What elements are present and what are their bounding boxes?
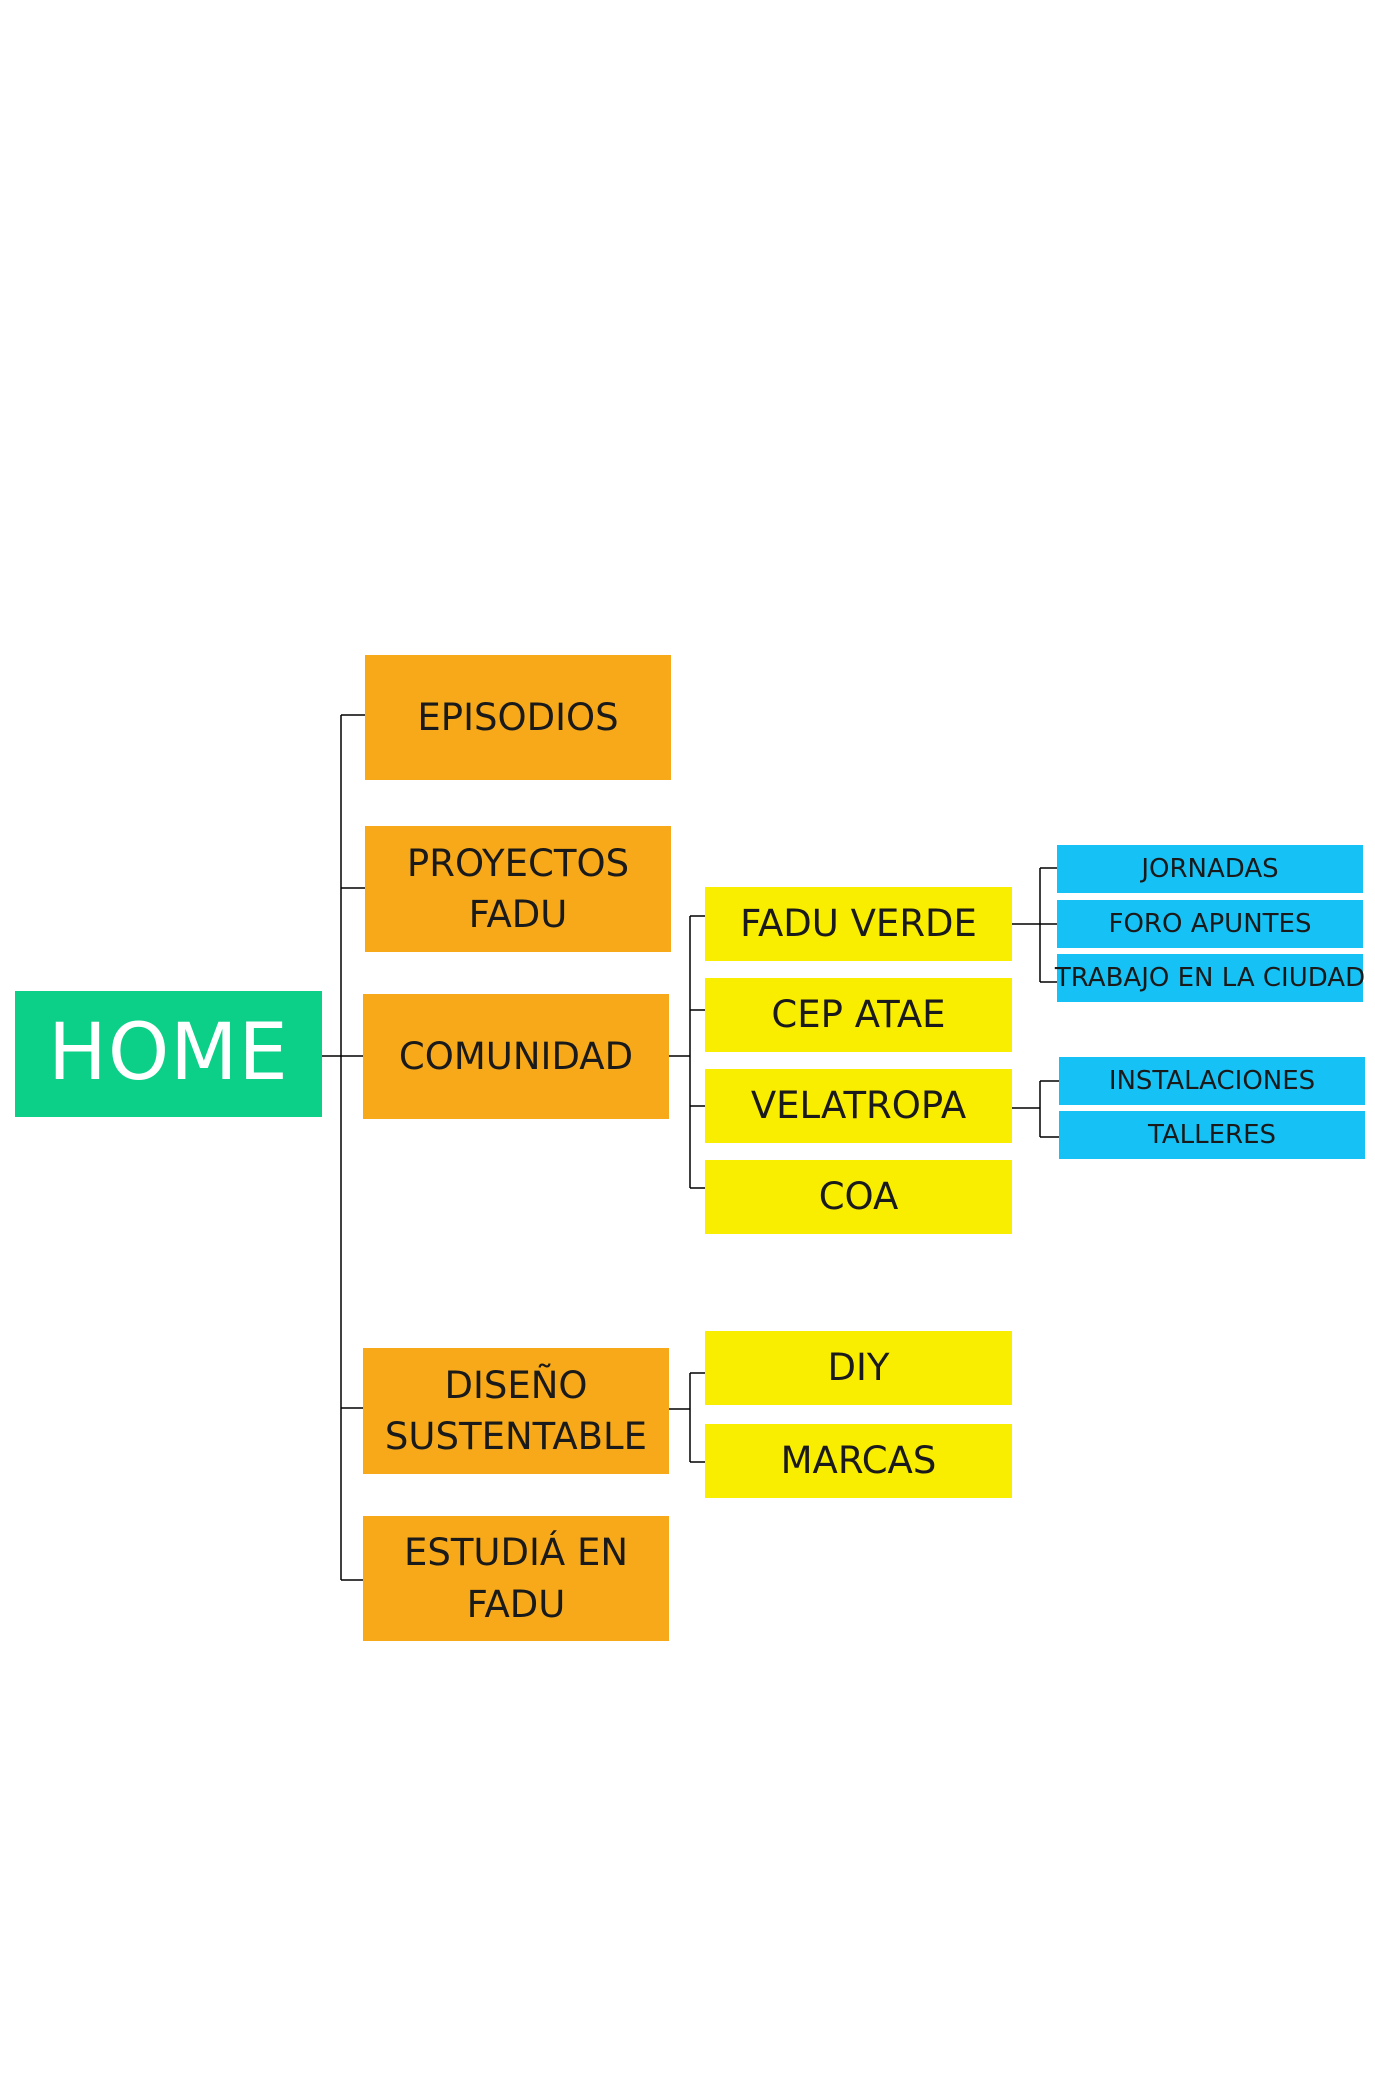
coa-node[interactable]: COA — [705, 1160, 1012, 1234]
velatropa-node[interactable]: VELATROPA — [705, 1069, 1012, 1143]
talleres-node[interactable]: TALLERES — [1059, 1111, 1365, 1159]
cep-atae-node[interactable]: CEP ATAE — [705, 978, 1012, 1052]
diy-node[interactable]: DIY — [705, 1331, 1012, 1405]
instalaciones-node[interactable]: INSTALACIONES — [1059, 1057, 1365, 1105]
proyectos-fadu-node[interactable]: PROYECTOS FADU — [365, 826, 671, 952]
episodios-node[interactable]: EPISODIOS — [365, 655, 671, 780]
jornadas-node[interactable]: JORNADAS — [1057, 845, 1363, 893]
foro-apuntes-node[interactable]: FORO APUNTES — [1057, 900, 1363, 948]
fadu-verde-node[interactable]: FADU VERDE — [705, 887, 1012, 961]
diseno-sustentable-node[interactable]: DISEÑO SUSTENTABLE — [363, 1348, 669, 1474]
home-node[interactable]: HOME — [15, 991, 322, 1117]
estudia-en-fadu-node[interactable]: ESTUDIÁ EN FADU — [363, 1516, 669, 1641]
comunidad-node[interactable]: COMUNIDAD — [363, 994, 669, 1119]
marcas-node[interactable]: MARCAS — [705, 1424, 1012, 1498]
trabajo-en-la-ciudad-node[interactable]: TRABAJO EN LA CIUDAD — [1055, 954, 1365, 1002]
